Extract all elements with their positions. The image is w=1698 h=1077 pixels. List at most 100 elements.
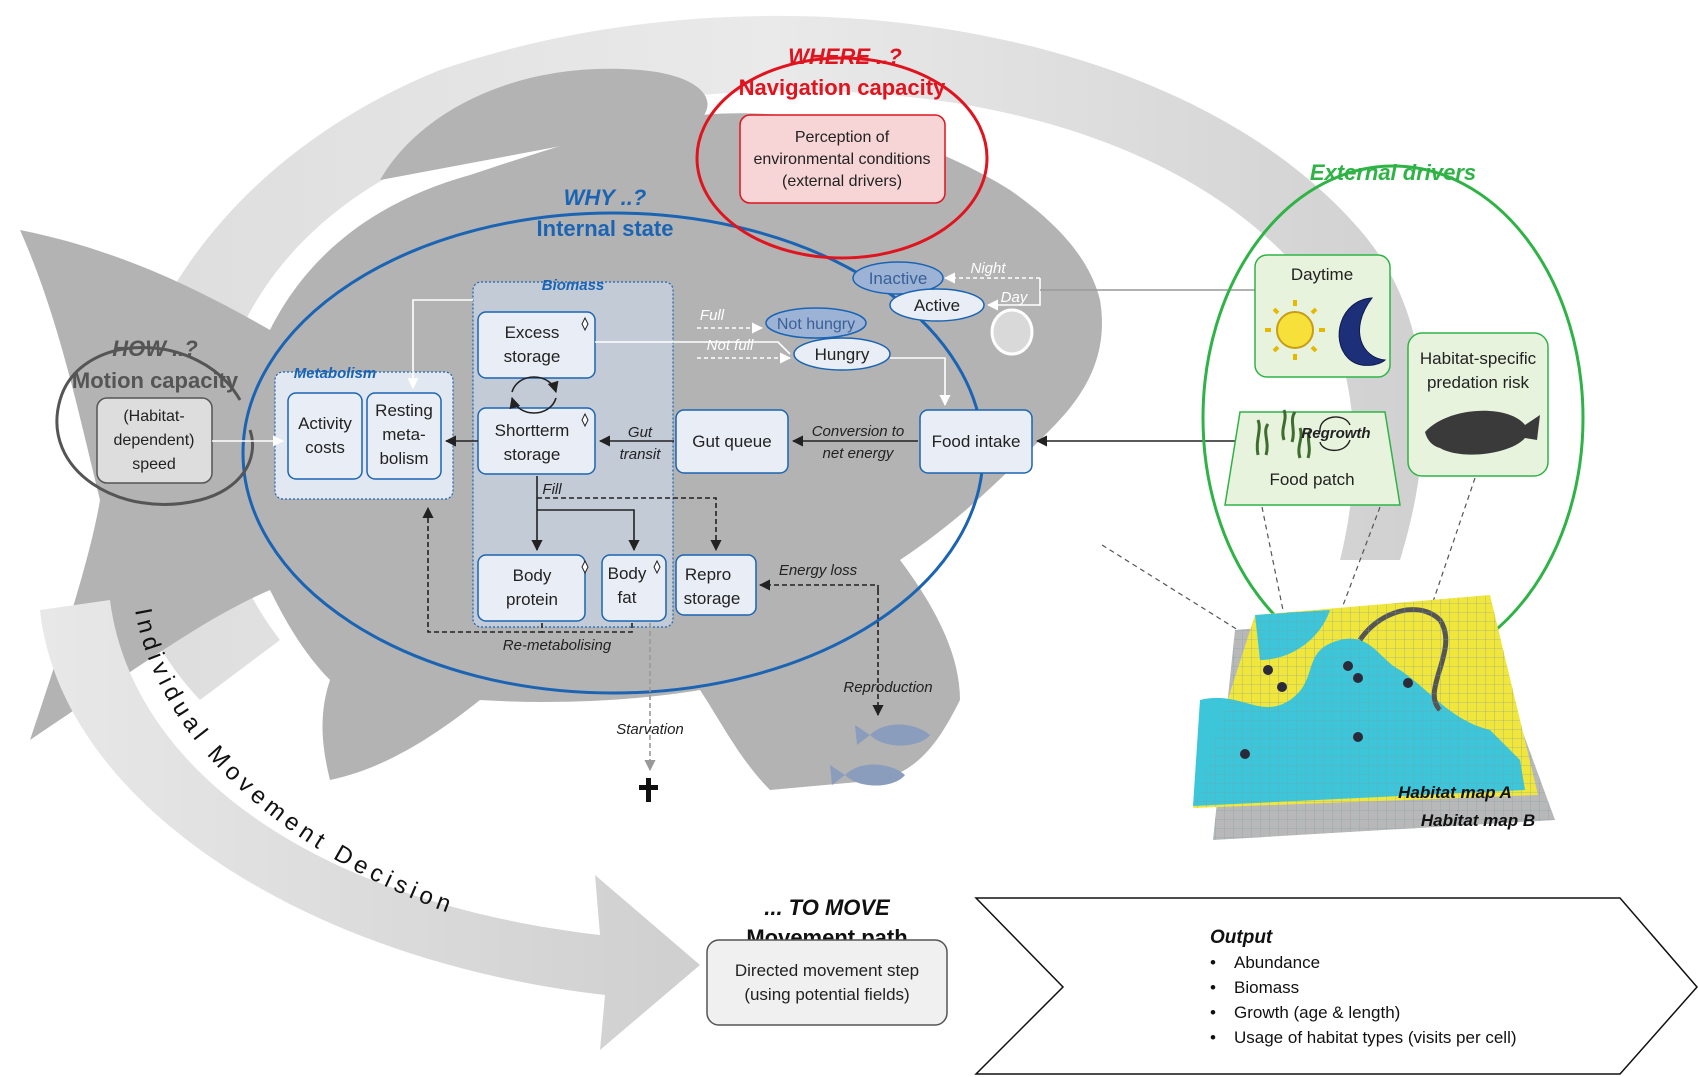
habitat-map-a: [1193, 595, 1538, 808]
output-box: [974, 897, 1698, 1075]
activity-line-1: Activity: [298, 414, 352, 433]
output-item: Usage of habitat types (visits per cell): [1234, 1028, 1517, 1047]
state-hungry: [793, 337, 891, 371]
resting-line-1: Resting: [375, 401, 433, 420]
food-intake-label: Food intake: [932, 432, 1021, 451]
fat-line-1: Body: [608, 564, 647, 583]
navigation-ellipse: [695, 56, 989, 260]
predator-fish-icon: [1425, 410, 1540, 455]
why-title: WHY ..?: [564, 185, 647, 210]
excess-line-1: Excess: [505, 323, 560, 342]
perception-line-1: Perception of: [795, 129, 890, 146]
state-active-label: Active: [914, 296, 960, 315]
output-item: Biomass: [1234, 978, 1299, 997]
metabolism-label: Metabolism: [294, 365, 377, 382]
output-bullet: •: [1210, 953, 1216, 972]
gut-transit-line-1: Gut: [628, 424, 653, 441]
food-patch-box: [1224, 411, 1401, 506]
repro-line-2: storage: [684, 589, 741, 608]
move-title: ... TO MOVE: [764, 895, 891, 920]
output-bullet: •: [1210, 1028, 1216, 1047]
diamond-markers: [581, 316, 661, 575]
speed-line-1: (Habitat-: [123, 408, 184, 425]
fill-label: Fill: [542, 481, 562, 498]
output-item: Growth (age & length): [1234, 1003, 1400, 1022]
daytime-label: Daytime: [1291, 265, 1353, 284]
movement-arc: [115, 15, 1424, 700]
perception-line-2: environmental conditions: [754, 151, 931, 168]
predation-line-2: predation risk: [1427, 373, 1530, 392]
output-item: Abundance: [1234, 953, 1320, 972]
conversion-line-2: net energy: [823, 445, 895, 462]
state-hungry-label: Hungry: [815, 345, 870, 364]
protein-line-2: protein: [506, 590, 558, 609]
starvation-label: Starvation: [616, 721, 684, 738]
excess-line-2: storage: [504, 347, 561, 366]
resting-line-3: bolism: [379, 449, 428, 468]
fat-line-2: fat: [618, 588, 637, 607]
motion-capacity-arc: [55, 346, 255, 506]
resting-metabolism-box: [366, 392, 442, 480]
speed-line-2: dependent): [114, 432, 195, 449]
movement-step-line-2: (using potential fields): [744, 985, 909, 1004]
full-label: Full: [700, 307, 725, 324]
activity-costs-box: [287, 392, 363, 480]
how-subtitle: Motion capacity: [72, 368, 239, 393]
food-intake-box: [919, 409, 1033, 474]
habitat-map-b-label: Habitat map B: [1421, 811, 1535, 830]
gut-queue-label: Gut queue: [692, 432, 771, 451]
why-subtitle: Internal state: [537, 216, 674, 241]
day-label: Day: [1001, 289, 1029, 306]
repro-storage-box: [675, 554, 757, 616]
movement-step-line-1: Directed movement step: [735, 961, 919, 980]
habitat-map-a-label: Habitat map A: [1398, 783, 1512, 802]
output-title: Output: [1210, 927, 1273, 948]
shortterm-storage-box: [477, 407, 596, 475]
night-label: Night: [970, 260, 1006, 277]
gut-transit-line-2: transit: [620, 446, 662, 463]
regrowth-label: Regrowth: [1301, 425, 1370, 442]
food-patch-label: Food patch: [1269, 470, 1354, 489]
perception-line-3: (external drivers): [782, 173, 902, 190]
body-fat-box: [601, 554, 667, 622]
output-bullet: •: [1210, 978, 1216, 997]
state-inactive-label: Inactive: [869, 269, 928, 288]
speed-line-3: speed: [132, 456, 176, 473]
energy-loss-label: Energy loss: [779, 562, 858, 579]
state-active: [889, 288, 985, 322]
output-bullet: •: [1210, 1003, 1216, 1022]
body-protein-box: [477, 554, 586, 622]
external-title: External drivers: [1310, 160, 1476, 185]
gut-queue-box: [675, 409, 789, 474]
dashed-arrows: [422, 497, 884, 717]
biomass-label: Biomass: [542, 277, 605, 294]
state-not-hungry: [765, 307, 867, 339]
moon-icon: [1338, 297, 1387, 366]
where-title: WHERE ..?: [788, 44, 902, 69]
perception-box: [739, 114, 946, 204]
sun-icon: [1265, 300, 1325, 360]
offspring-fish-icon: [830, 724, 930, 786]
repro-line-1: Repro: [685, 565, 731, 584]
box-group: [287, 311, 1033, 622]
black-arrows: [444, 435, 1242, 552]
output-list: • Abundance • Biomass • Growth (age & le…: [1210, 953, 1517, 1047]
shortterm-line-1: Shortterm: [495, 421, 570, 440]
movement-step-box: [706, 939, 948, 1026]
protein-line-1: Body: [513, 566, 552, 585]
regrowth-cycle-icon: [1319, 416, 1351, 452]
fish-eye: [990, 308, 1034, 356]
state-inactive: [852, 261, 944, 295]
death-cross-icon: [639, 778, 658, 802]
state-not-hungry-label: Not hungry: [777, 316, 855, 333]
shortterm-line-2: storage: [504, 445, 561, 464]
excess-storage-box: [477, 311, 596, 379]
seagrass-icon: [1255, 409, 1313, 459]
where-subtitle: Navigation capacity: [739, 75, 946, 100]
activity-line-2: costs: [305, 438, 345, 457]
how-title: HOW ..?: [112, 336, 198, 361]
white-arrows: [212, 272, 1041, 447]
remetab-label: Re-metabolising: [503, 637, 612, 654]
predation-line-1: Habitat-specific: [1420, 349, 1537, 368]
